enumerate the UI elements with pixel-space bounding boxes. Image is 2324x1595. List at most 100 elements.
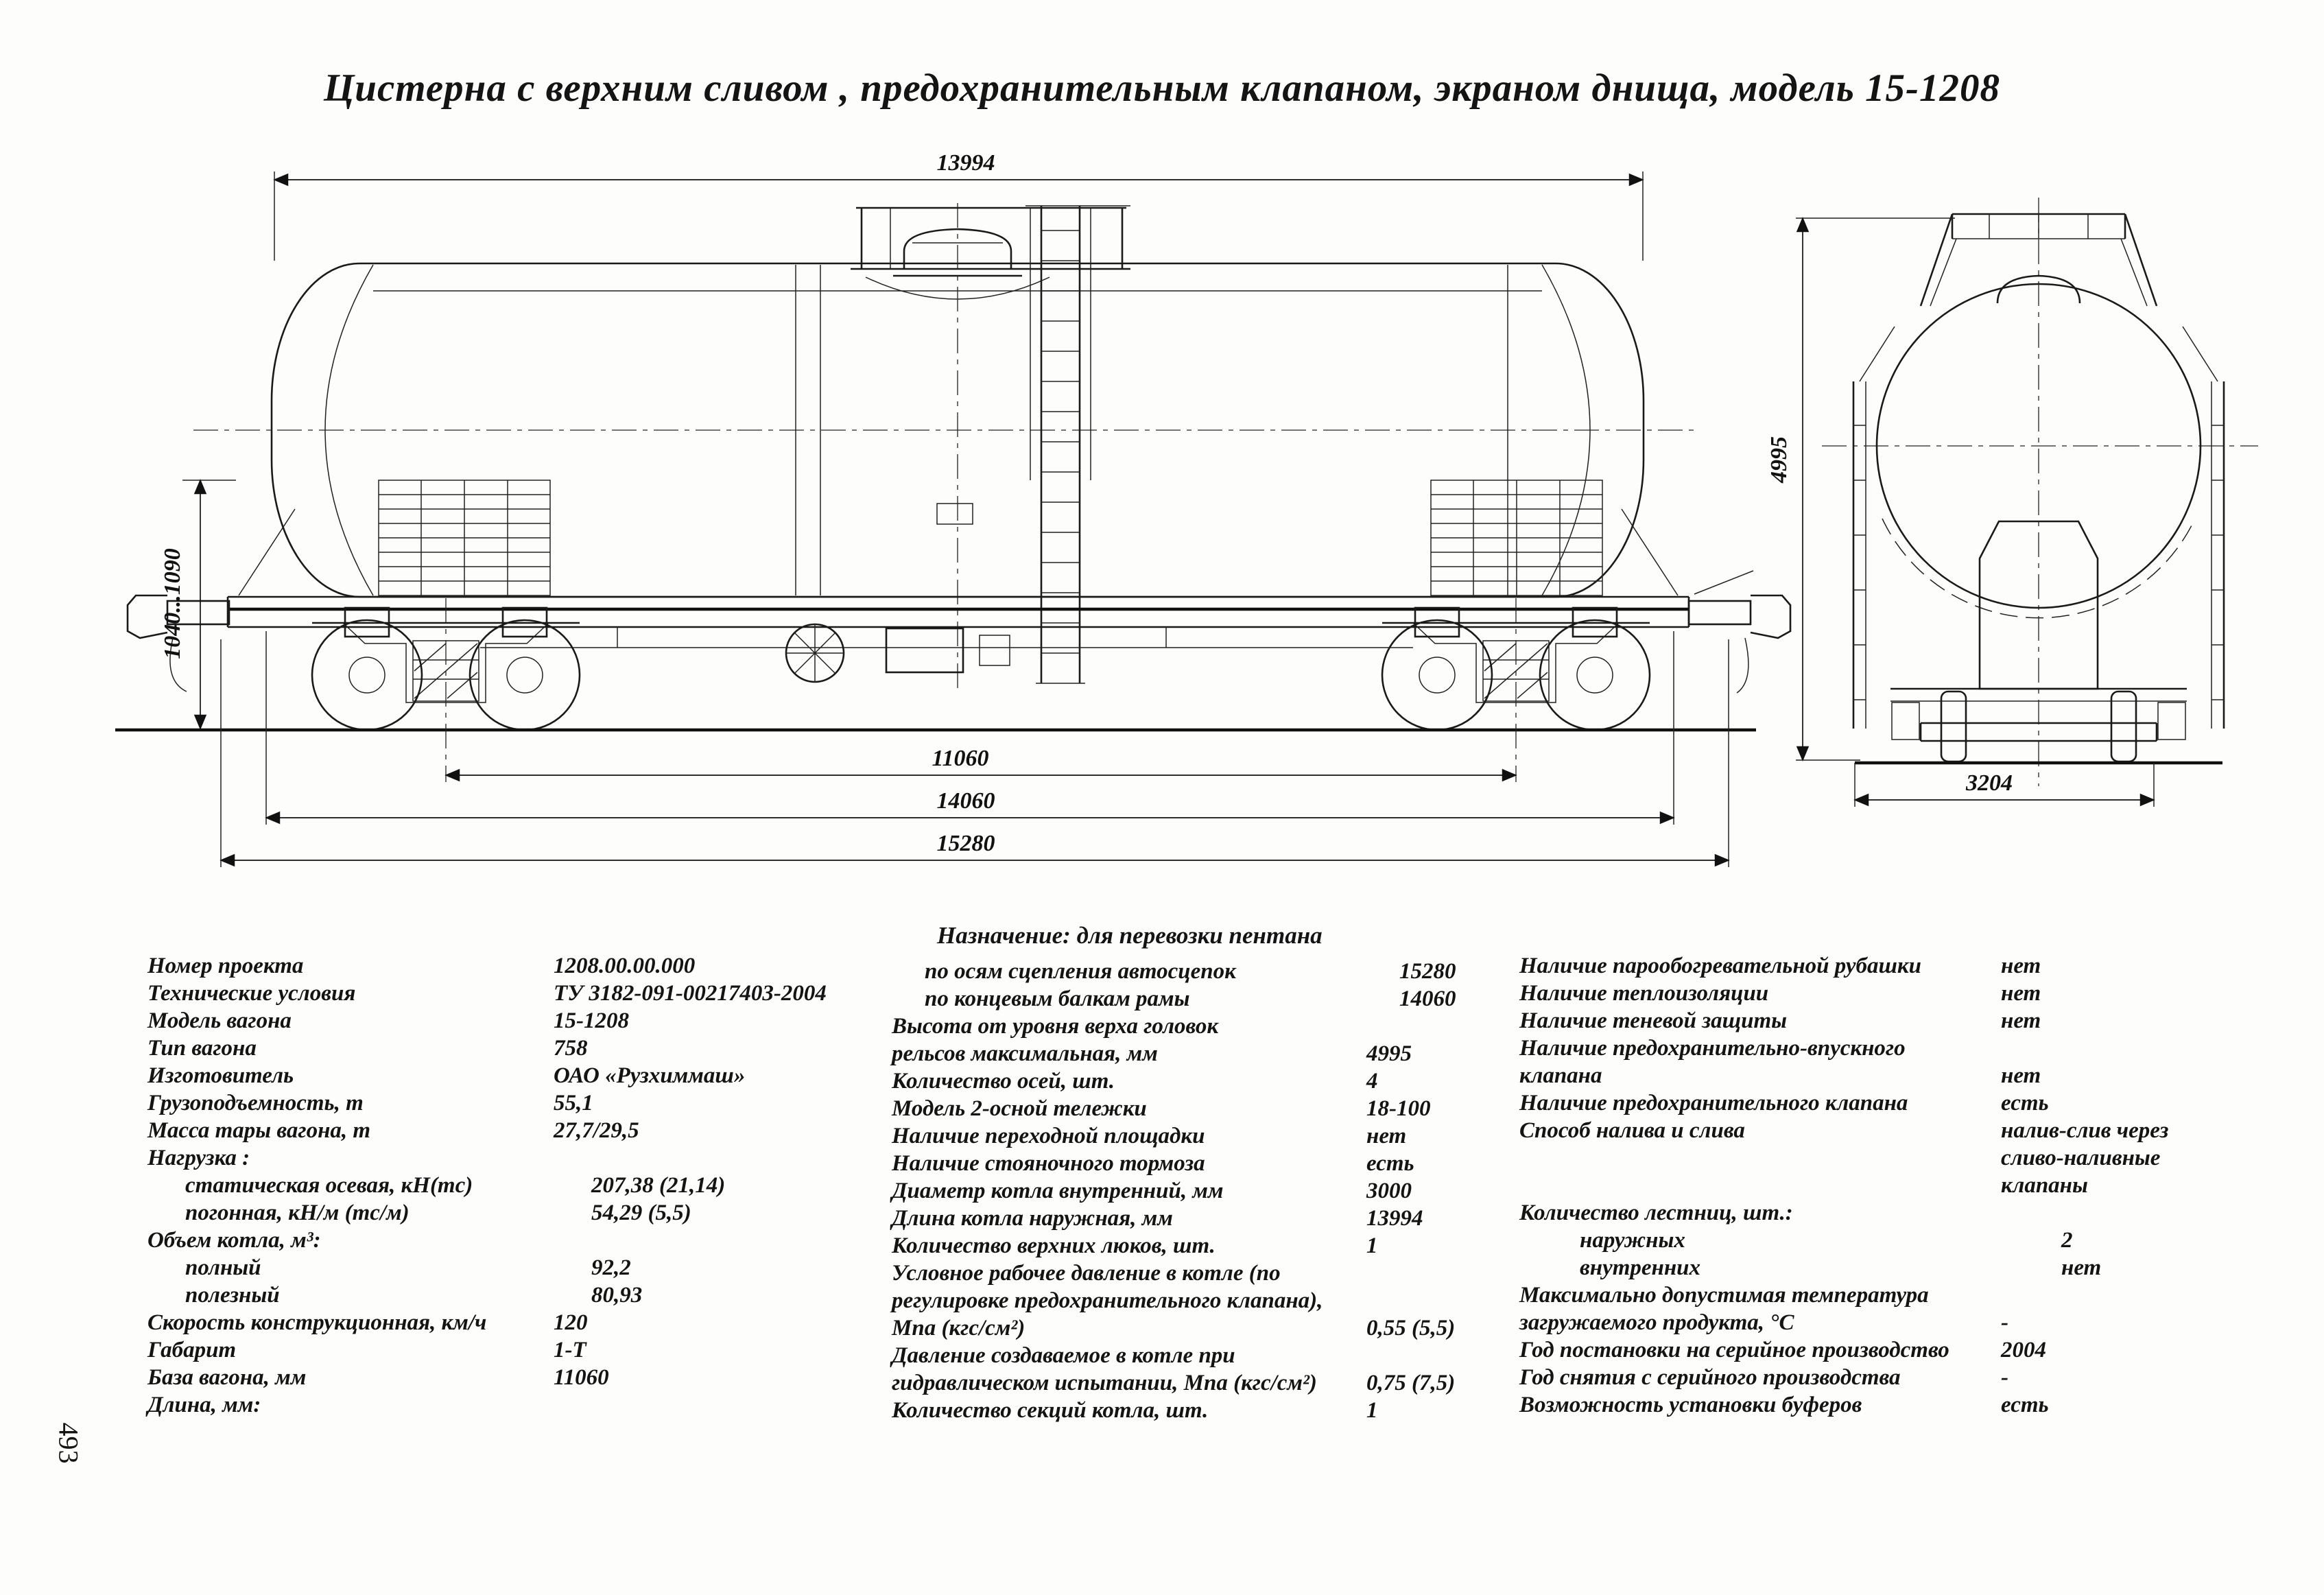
spec-label: Количество секций котла, шт. [892, 1398, 1209, 1423]
spec-label: Высота от уровня верха головок рельсов м… [892, 1014, 1219, 1066]
spec-row: Наличие предохранительно-впускного клапа… [1519, 1035, 2212, 1089]
spec-value: нет [2001, 954, 2041, 978]
spec-label: Количество лестниц, шт.: [1519, 1201, 1793, 1225]
spec-value: 0,75 (7,5) [1366, 1371, 1456, 1395]
spec-label: Диаметр котла внутренний, мм [892, 1179, 1224, 1203]
brake-gear [480, 623, 1413, 683]
spec-value: ОАО «Рузхиммаш» [554, 1063, 746, 1088]
spec-row: Количество осей, шт. 4 [892, 1067, 1509, 1095]
side-ladder [1025, 205, 1130, 684]
spec-value: 120 [554, 1310, 588, 1335]
spec-value: 4 [1366, 1069, 1378, 1094]
spec-label: Модель 2-осной тележки [892, 1096, 1147, 1121]
spec-label: Изготовитель [147, 1063, 294, 1088]
spec-label: Количество осей, шт. [892, 1069, 1115, 1094]
spec-label: Условное рабочее давление в котле (по ре… [892, 1261, 1323, 1340]
spec-label: Грузоподъемность, т [147, 1091, 364, 1115]
spec-label: Технические условия [147, 981, 356, 1006]
spec-value: 15280 [1399, 959, 1456, 984]
page-number: 493 [53, 1422, 84, 1464]
dim-label-13994: 13994 [937, 150, 995, 176]
spec-label: Количество верхних люков, шт. [892, 1233, 1216, 1258]
spec-value: нет [1366, 1124, 1407, 1148]
spec-value: нет [2001, 981, 2041, 1006]
spec-label: по осям сцепления автосцепок [925, 959, 1236, 984]
spec-row: Количество секций котла, шт.1 [892, 1397, 1509, 1424]
spec-value: 27,7/29,5 [554, 1118, 639, 1143]
spec-value: 18-100 [1366, 1096, 1431, 1121]
tank-saddle-left [378, 480, 551, 596]
spec-label: Объем котла, м³: [147, 1228, 321, 1253]
spec-value: 1 [1366, 1233, 1378, 1258]
spec-value: 14060 [1399, 986, 1456, 1011]
spec-label: статическая осевая, кН(тс) [185, 1173, 473, 1198]
spec-label: внутренних [1580, 1255, 1701, 1280]
spec-value: 1208.00.00.000 [554, 954, 696, 978]
spec-value: нет [2001, 1008, 2041, 1033]
spec-row: по осям сцепления автосцепок 15280 [892, 958, 1509, 985]
side-view: 13994 [115, 150, 1792, 867]
spec-row: Максимально допустимая температура загру… [1519, 1281, 2212, 1336]
spec-label: Наличие переходной площадки [892, 1124, 1205, 1148]
spec-value: 80,93 [591, 1283, 643, 1308]
spec-row: Скорость конструкционная, км/ч 120 [147, 1309, 916, 1336]
spec-label: по концевым балкам рамы [925, 986, 1190, 1011]
coupler-right [1687, 570, 1792, 694]
spec-row: Наличие теплоизоляции нет [1519, 980, 2212, 1007]
spec-row: Нагрузка : [147, 1144, 916, 1172]
spec-label: Максимально допустимая температура загру… [1519, 1283, 1929, 1335]
end-supports [1852, 326, 2225, 729]
spec-label: Габарит [147, 1338, 237, 1362]
spec-row: Условное рабочее давление в котле (по ре… [892, 1260, 1509, 1342]
spec-label: Нагрузка : [147, 1146, 250, 1170]
spec-value: 2 [2061, 1228, 2073, 1253]
dim-label-11060: 11060 [932, 746, 988, 771]
spec-label: Скорость конструкционная, км/ч [147, 1310, 487, 1335]
spec-row: Год снятия с серийного производства- [1519, 1364, 2212, 1391]
spec-row: Наличие переходной площадки нет [892, 1122, 1509, 1150]
dim-label-coupler-height: 1040...1090 [160, 548, 185, 659]
spec-row: Длина, мм: [147, 1391, 916, 1419]
spec-label: Способ налива и слива [1519, 1118, 1745, 1143]
dim-label-15280: 15280 [937, 831, 995, 856]
spec-value: 0,55 (5,5) [1366, 1316, 1456, 1340]
spec-label: Наличие теплоизоляции [1519, 981, 1769, 1006]
spec-row: Диаметр котла внутренний, мм 3000 [892, 1177, 1509, 1205]
spec-value: 92,2 [591, 1255, 631, 1280]
spec-value: - [2001, 1365, 2008, 1390]
spec-value: есть [1366, 1151, 1414, 1176]
dim-label-14060: 14060 [937, 788, 995, 814]
spec-row: по концевым балкам рамы 14060 [892, 985, 1509, 1013]
spec-value: 4995 [1366, 1041, 1412, 1066]
spec-label: Тип вагона [147, 1036, 257, 1061]
spec-value: 3000 [1366, 1179, 1412, 1203]
spec-label: погонная, кН/м (тс/м) [185, 1201, 410, 1225]
specs-middle-column: Назначение: для перевозки пентана по ося… [892, 922, 1509, 1424]
spec-label: Наличие стояночного тормоза [892, 1151, 1205, 1176]
purpose-heading: Назначение: для перевозки пентана [937, 922, 1323, 949]
spec-value: 54,29 (5,5) [591, 1201, 691, 1225]
spec-row: Высота от уровня верха головок рельсов м… [892, 1013, 1509, 1067]
spec-value: - [2001, 1310, 2008, 1335]
spec-label: Модель вагона [147, 1008, 292, 1033]
spec-row: Изготовитель ОАО «Рузхиммаш» [147, 1062, 916, 1089]
spec-value: ТУ 3182-091-00217403-2004 [554, 981, 827, 1006]
